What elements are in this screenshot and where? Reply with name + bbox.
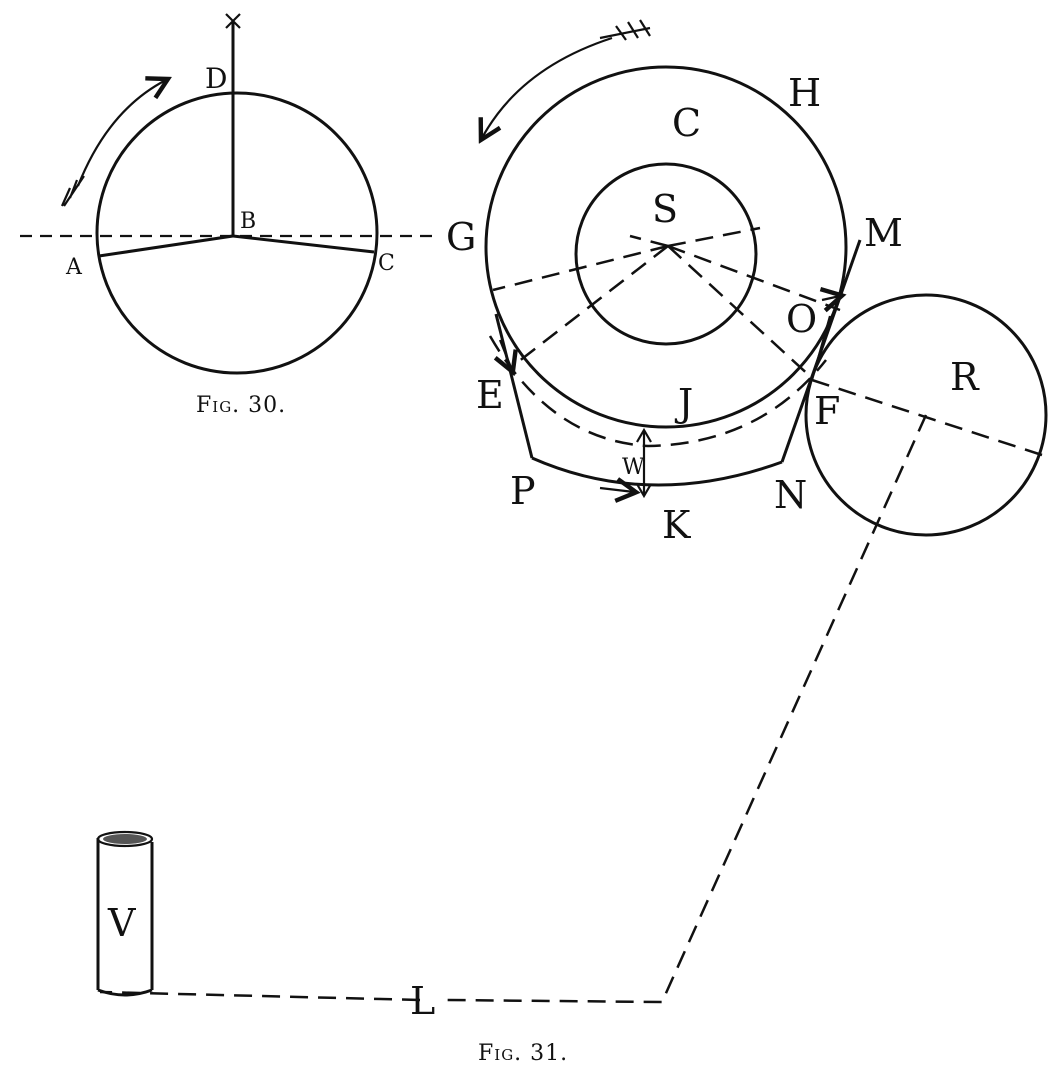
fig30-feather-mark [60, 175, 85, 207]
fig31-label-s: S [652, 187, 678, 231]
fig31-dash-s-left [492, 244, 669, 292]
fig31-right-circle-r [804, 293, 1048, 537]
fig30-caption: Fig. 30. [196, 393, 286, 418]
fig31-feather-mark [599, 19, 651, 41]
fig31-label-k: K [662, 503, 691, 547]
fig31-inner-circle [574, 162, 758, 346]
fig31-outer-circle [484, 65, 848, 429]
fig31-dash-s-e [517, 245, 669, 363]
fig30 [20, 13, 440, 375]
fig31-rotation-arc [482, 36, 613, 138]
fig31-label-w: W [622, 455, 645, 480]
fig31-v-cylinder [96, 830, 154, 997]
fig31-v-cylinder-top-hatch [103, 834, 147, 844]
fig31-label-n: N [774, 473, 807, 517]
fig30-rotation-arc [76, 80, 166, 187]
fig31-label-v: V [107, 901, 136, 945]
fig31-dash-f-r [811, 378, 1043, 457]
fig31-o-arrow [822, 296, 840, 300]
fig31-caption: Fig. 31. [478, 1041, 568, 1066]
fig31 [96, 19, 1048, 1004]
fig31-label-f: F [814, 389, 840, 433]
fig31-dash-s-upper-right [667, 226, 761, 248]
fig31-belt-left [494, 313, 534, 459]
fig31-label-m: M [864, 211, 903, 255]
fig31-label-h: H [788, 71, 821, 115]
fig30-label-d: D [205, 62, 227, 95]
fig31-dash-s-o [667, 244, 841, 312]
fig31-label-r: R [950, 355, 980, 399]
fig30-star-mark [225, 13, 241, 29]
fig31-p-small-arrow [599, 488, 634, 492]
fig31-label-p: P [510, 469, 536, 513]
fig31-dashed-path-rl [445, 414, 928, 1004]
fig31-label-j: J [674, 381, 693, 425]
fig30-radius-a [98, 234, 234, 258]
fig31-dashed-arc [488, 335, 827, 448]
fig31-e-arrow [500, 339, 512, 370]
fig31-belt-inner-right [810, 315, 832, 381]
fig31-w-arrow-up [636, 427, 652, 443]
fig31-dash-s-f [667, 245, 813, 379]
fig31-dash-s-upper-left [629, 234, 669, 248]
fig31-belt-bottom [531, 456, 783, 487]
fig31-label-l: L [410, 979, 435, 1023]
fig31-dashed-path-lv [99, 990, 421, 1002]
fig30-radius-c [232, 234, 375, 254]
fig31-label-c: C [672, 101, 701, 145]
fig30-circle [95, 91, 379, 375]
fig30-label-c: C [378, 251, 395, 276]
fig30-label-a: A [65, 255, 83, 280]
fig30-label-b: B [240, 209, 256, 234]
fig31-label-e: E [476, 373, 504, 417]
fig31-label-g: G [446, 215, 476, 259]
fig31-label-o: O [786, 297, 817, 341]
